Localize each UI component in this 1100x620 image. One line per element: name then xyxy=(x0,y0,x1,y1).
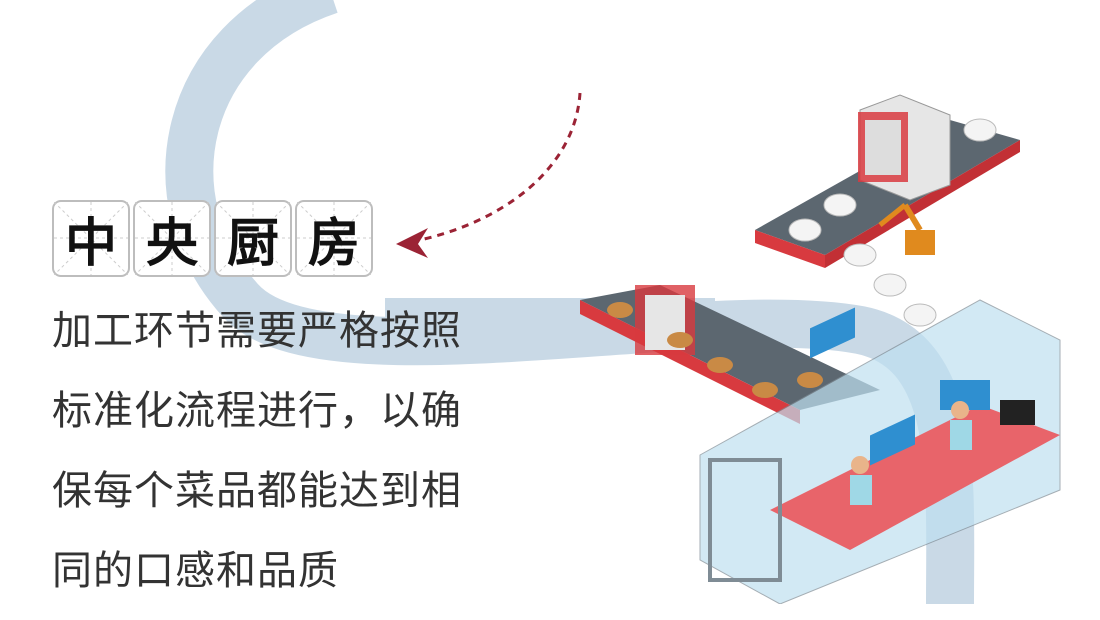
description-line: 加工环节需要严格按照 xyxy=(52,308,462,354)
lower-conveyor xyxy=(580,285,880,424)
title-char: 中 xyxy=(64,214,117,274)
title-char-cell: 厨 xyxy=(214,200,292,277)
dashed-arrow xyxy=(409,92,582,244)
description-line: 保每个菜品都能达到相 xyxy=(52,468,462,514)
page-title: 中 央 厨 房 xyxy=(52,200,373,277)
description-line: 标准化流程进行，以确 xyxy=(52,388,462,434)
description: 加工环节需要严格按照 标准化流程进行，以确 保每个菜品都能达到相 同的口感和品质 xyxy=(52,300,572,620)
title-char: 厨 xyxy=(226,214,279,274)
upper-conveyor xyxy=(755,94,1020,268)
robot-arm xyxy=(878,203,935,255)
title-char-cell: 中 xyxy=(52,200,130,277)
title-char: 央 xyxy=(145,214,198,274)
factory-illustration xyxy=(580,94,1061,604)
control-room xyxy=(699,299,1061,604)
title-char-cell: 央 xyxy=(133,200,211,277)
title-char: 房 xyxy=(307,214,360,274)
title-char-cell: 房 xyxy=(295,200,373,277)
arrow-head-icon xyxy=(396,228,428,258)
chickens xyxy=(788,118,997,327)
description-line: 同的口感和品质 xyxy=(52,548,339,594)
